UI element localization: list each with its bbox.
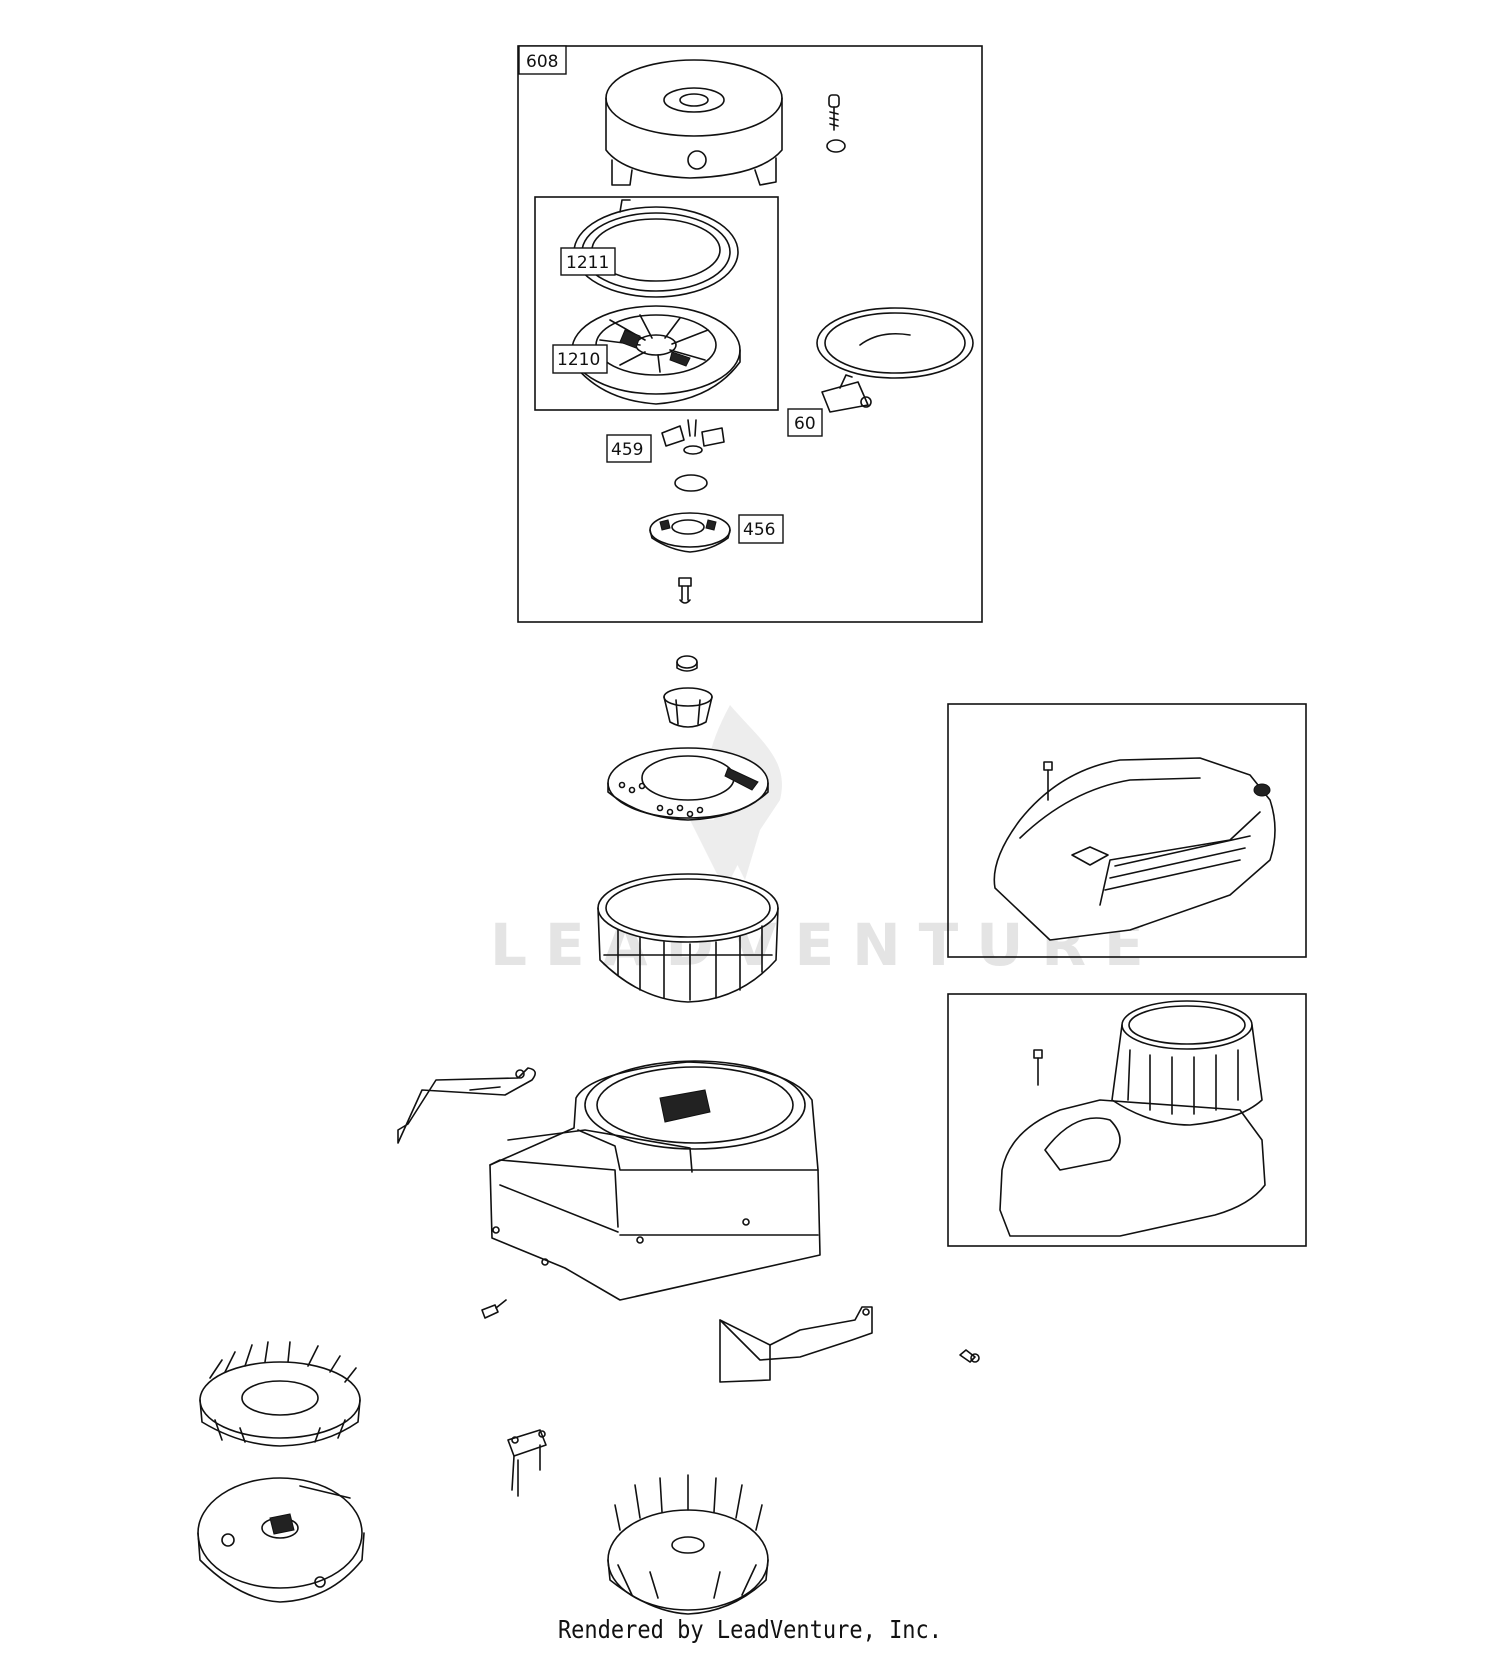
render-credit: Rendered by LeadVenture, Inc. — [557, 1616, 943, 1645]
air-guide-left — [397, 1067, 536, 1144]
alt-cover-frame-2 — [947, 993, 1307, 1247]
housing-washer — [826, 139, 846, 153]
starter-housing — [605, 59, 783, 186]
svg-text:456: 456 — [743, 520, 775, 540]
flywheel-base — [197, 1477, 365, 1603]
callout-456: 456 — [738, 514, 784, 544]
housing-bolt-right — [959, 1349, 980, 1363]
starter-cup — [663, 687, 713, 728]
starter-rope — [816, 307, 974, 379]
finger-guard — [597, 873, 779, 1003]
ratchet-assembly — [649, 512, 731, 553]
svg-text:459: 459 — [611, 440, 643, 460]
svg-text:1211: 1211 — [566, 253, 609, 273]
flywheel-plastic — [199, 1341, 361, 1447]
housing-bolt-left — [481, 1299, 507, 1319]
flywheel-fan — [607, 1474, 769, 1615]
callout-1211: 1211 — [560, 247, 616, 276]
callout-1210: 1210 — [552, 344, 608, 374]
alt-blower-cover-1 — [993, 757, 1276, 941]
svg-text:1210: 1210 — [557, 350, 600, 370]
svg-text:608: 608 — [526, 52, 558, 72]
ratchet-screw — [678, 577, 692, 604]
callout-608: 608 — [518, 45, 567, 75]
retainer-ring — [674, 474, 708, 492]
callout-60: 60 — [787, 408, 823, 437]
ratchet-pawls — [661, 419, 725, 455]
housing-screw — [828, 94, 840, 131]
flywheel-nut — [676, 655, 698, 672]
blower-housing — [489, 1060, 821, 1301]
kit-frame-608 — [517, 45, 983, 623]
air-guide-right — [719, 1306, 873, 1383]
callout-459: 459 — [606, 434, 652, 463]
ignition-armature — [507, 1429, 547, 1497]
rotating-screen — [607, 747, 769, 821]
alt-blower-cover-2 — [999, 1000, 1266, 1237]
svg-text:60: 60 — [794, 414, 816, 434]
kit-subframe-1210-1211 — [534, 196, 779, 411]
alt-cover-frame-1 — [947, 703, 1307, 958]
starter-handle — [821, 374, 872, 413]
